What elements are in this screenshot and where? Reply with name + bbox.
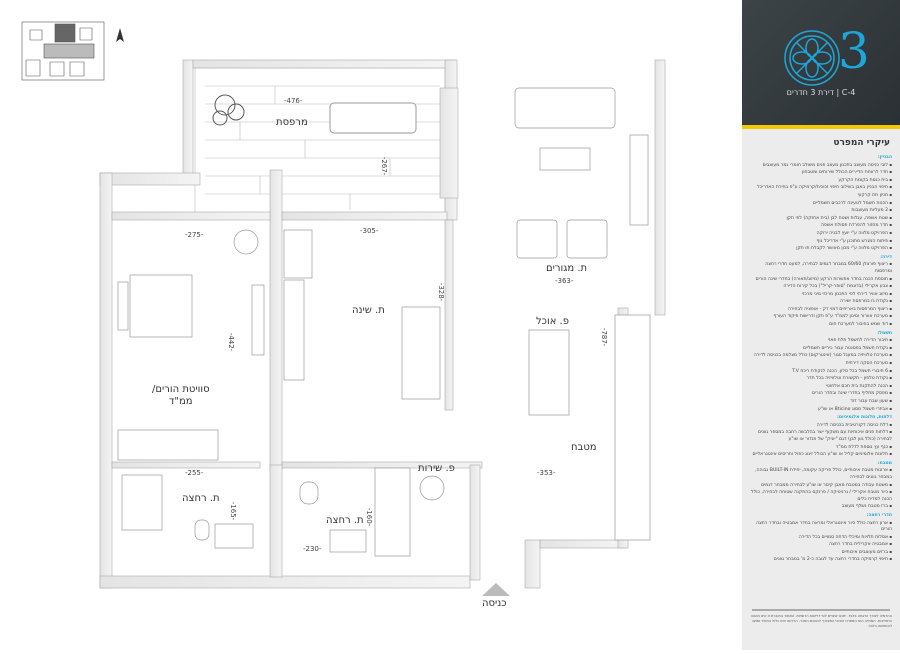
spec-item: מערכת אוורור וסינון לממ"ד ע"פ תקן ודרישו… xyxy=(748,313,892,321)
room-label-master-suite: סוויטת הורים/ ממ"ד xyxy=(152,384,210,408)
spec-item: הכנה להתקנת בית חכם אלחוטי xyxy=(748,383,892,391)
floor-plan: מרפסת -476- -267- -275- -442- סוויטת הור… xyxy=(21,21,666,609)
spec-item: 6 חיבורי חשמל בכל סלון, הכנה לנקודת ריכו… xyxy=(748,368,892,376)
spec-item: דלת כניסה דקורטיבית בכניסה לדירה xyxy=(748,422,892,430)
spec-section-title: דלתות, חלונות אלומיניום: xyxy=(836,415,892,421)
room-label-bedroom: ת. שינה xyxy=(352,305,385,316)
disclaimer: ההדמיה לצורך הדגמה בלבד. יתכנו שינויים ל… xyxy=(750,614,892,628)
furniture xyxy=(117,87,651,557)
spec-item: מפסק מחליף בחדרי שינה ובחדר הורים xyxy=(748,390,892,398)
spec-item: שטח אשפה, עגלות ושטח לבן (בית אחזקה) לפי… xyxy=(748,215,892,223)
spec-item: ריצוף המרפסות באריחים דמוי דק - אופציה ל… xyxy=(748,306,892,314)
room-label-bath2: ת. רחצה xyxy=(326,515,364,526)
spec-item: אביזרי חשמל מסוג Bticino או שו"ע xyxy=(748,406,892,414)
spec-item: לובי כניסה מעוצב בתכנון מעצב פנים משולב … xyxy=(748,162,892,170)
dim-bath2-height: -160- xyxy=(365,507,374,527)
dim-bath1-width: -255- xyxy=(185,469,204,477)
room-label-service: פ. שירות xyxy=(418,463,455,474)
spec-item: פיתוח המגרש מתוכנן ע"י אדריכל נוף xyxy=(748,238,892,246)
dim-balcony-width: -476- xyxy=(284,97,303,105)
spec-item: הפרויקט מלווה ע"י מכון מאושר לקבלת תו תק… xyxy=(748,245,892,253)
master-suite-line2: ממ"ד xyxy=(168,396,193,407)
apartment-type: C-4 | דירת 3 חדרים xyxy=(786,88,856,97)
spec-section-title: חשמל: xyxy=(877,330,892,336)
spec-item: שעון שבת עבור דוד xyxy=(748,398,892,406)
dim-bedroom-height: -328- xyxy=(437,282,446,302)
ornament-logo-icon xyxy=(784,30,840,86)
dim-living-width: -363- xyxy=(555,277,574,285)
spec-item: מערכת הסקה דירתית xyxy=(748,360,892,368)
spec-item: ארון רחצה כולל כיור אינטגראלי ומראה בחדר… xyxy=(748,520,892,534)
spec-item: תוספת הכנה בחדר אפשרות הרקע (מיזוג/תאורה… xyxy=(748,276,892,284)
master-suite-line1: סוויטת הורים/ xyxy=(152,384,210,395)
spec-item: חיפוי הבניין באבן בשילוב חיפוי זכוכית/קר… xyxy=(748,184,892,192)
room-label-living: ת. מגורים xyxy=(546,263,588,274)
spec-item: ריצוף פורצלן 60/60 במבחר דגמים לבחירה, ל… xyxy=(748,261,892,275)
spec-list: הבניין: לובי כניסה מעוצב בתכנון מעצב פנים… xyxy=(748,153,892,564)
dim-balcony-height: -267- xyxy=(380,156,389,176)
spec-item: כיור מטבח אקרילי / גרניטיקה / פרנקס בהתק… xyxy=(748,489,892,503)
spec-item: ארונות מטבח איכותיים, כולל פריקה עקומה, … xyxy=(748,467,892,481)
spec-item: חיפוי קרמיקה בחדרי רחצה עד לגובה כ-2 מ' … xyxy=(748,556,892,564)
dim-bedroom-width: -305- xyxy=(360,227,379,235)
dim-master-height: -442- xyxy=(227,332,236,352)
spec-item: אסלות תלויות ומיכלי הדחה סמויים בכל הדיר… xyxy=(748,534,892,542)
spec-item: בית כנסת בקומת הקרקע xyxy=(748,177,892,185)
room-label-dining: פ. אוכל xyxy=(536,316,569,327)
spec-section-title: מטבח: xyxy=(877,460,892,466)
spec-item: ברז מטבח נשלף מעוצב xyxy=(748,503,892,511)
spec-item: חיבור הדירה לחשמל תלת פאזי xyxy=(748,337,892,345)
spec-item: נקודת טלפון - תקשורת וטלוויזיה בכל חדר xyxy=(748,375,892,383)
spec-section-title: חדרי רחצה: xyxy=(866,512,893,518)
spec-item: חדר מחזור להפרדת פסולת אשפה xyxy=(748,222,892,230)
entrance-label: כניסה xyxy=(482,598,507,609)
spec-item: צבע אקרילי (בדוגמת "סופר-קריל") בכל קירו… xyxy=(748,283,892,291)
key-plan xyxy=(21,21,105,81)
dim-kitchen-width: -353- xyxy=(537,469,556,477)
spec-item: דלתות פנים איכותיות עם משקוף ישר בהלבשה … xyxy=(748,429,892,443)
spec-panel: 3 C-4 | דירת 3 חדרים עיקרי המפרט הבניין:… xyxy=(742,0,900,650)
room-label-kitchen: מטבח xyxy=(571,442,597,453)
room-label-balcony: מרפסת xyxy=(276,117,308,128)
floor-plan-drawing xyxy=(21,21,666,596)
spec-item: ברזים מעוצבים איכותיים xyxy=(748,549,892,557)
spec-item: משטח עבודה במטבח מאבן קיסר או שו"ע לבחיר… xyxy=(748,482,892,490)
north-arrow-icon xyxy=(116,28,124,42)
spec-item: אמבטיה אקרילית בחדר רחצה xyxy=(748,541,892,549)
accent-stripe xyxy=(742,125,900,129)
dim-bath2-width: -230- xyxy=(303,545,322,553)
spec-item: הכנות חשמל לטעינה לרכבים חשמליים xyxy=(748,200,892,208)
spec-item: חניון תת קרקעי xyxy=(748,192,892,200)
spec-item: כנף עץ נוספת לדלת ממ"ד xyxy=(748,444,892,452)
room-count-number: 3 xyxy=(838,22,870,80)
spec-item: דוד שמש בחיבור למערכת חום xyxy=(748,321,892,329)
spec-title: עיקרי המפרט xyxy=(833,138,890,148)
spec-item: מערכת טלוויזיה במעגל סגור (אינטרקום) כול… xyxy=(748,352,892,360)
spec-item: נקודת גז במרפסת ישירה xyxy=(748,298,892,306)
spec-item: מיזוג אוויר דירתי לפי התכנון מרכזי מיני … xyxy=(748,291,892,299)
dim-bath1-height: -165- xyxy=(229,501,238,521)
plant-icon xyxy=(212,94,245,126)
spec-item: חלונות אלומיניום קליל או שו"ע הכולל זיגו… xyxy=(748,451,892,459)
room-label-bath1: ת. רחצה xyxy=(182,493,220,504)
spec-item: 2 מעליות מעוצבות xyxy=(748,207,892,215)
spec-item: חדר לרווחת הדיירים הכולל שירותים ומטבחון xyxy=(748,169,892,177)
balcony-table xyxy=(329,102,417,134)
panel-header: 3 C-4 | דירת 3 חדרים xyxy=(742,0,900,125)
entrance-arrow-icon xyxy=(482,583,510,596)
spec-item: נקודת חשמל בפסנטה עבור כיריים חשמליים xyxy=(748,345,892,353)
walls xyxy=(99,59,666,589)
spec-section-title: דירה: xyxy=(880,254,892,260)
spec-item: הפרויקט מלווה ע"י יועץ לבניה ירוקה xyxy=(748,230,892,238)
divider xyxy=(752,609,890,611)
dim-living-height: -787- xyxy=(600,327,609,347)
spec-section-title: הבניין: xyxy=(877,155,892,160)
dim-master-width: -275- xyxy=(185,231,204,239)
balcony-floor xyxy=(194,67,446,219)
